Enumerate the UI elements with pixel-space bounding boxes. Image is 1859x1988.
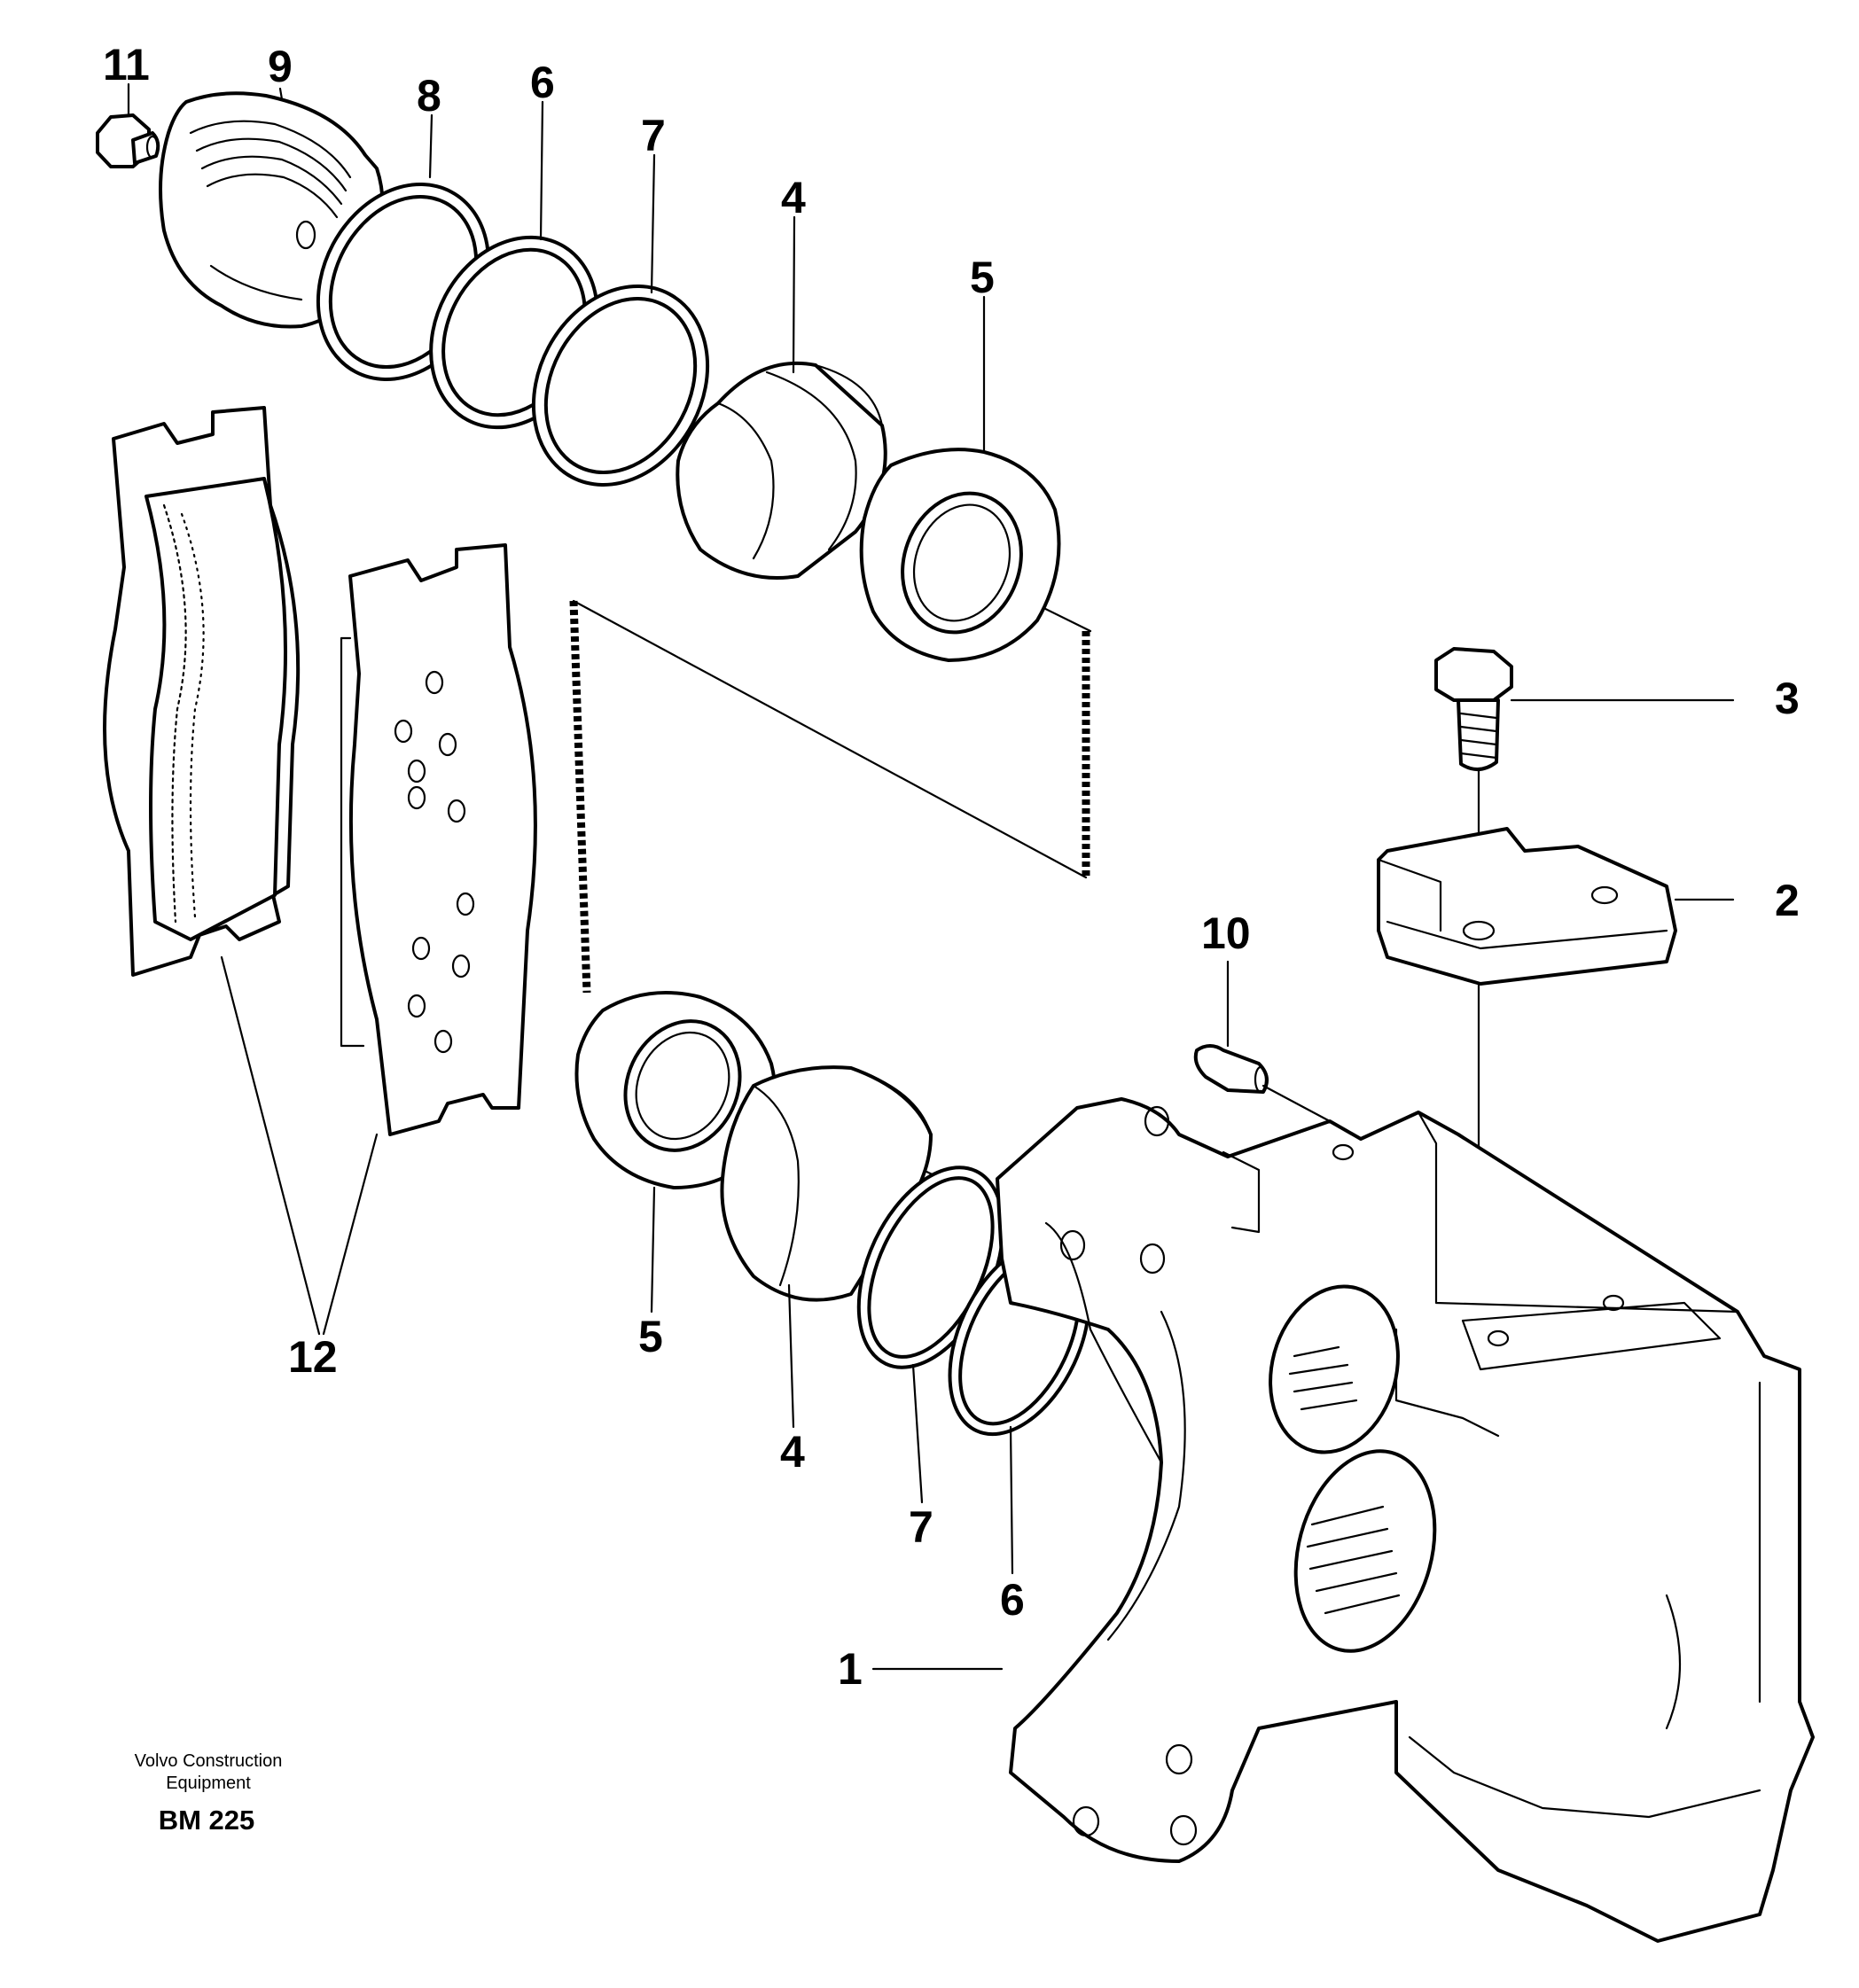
callout-4-bottom: 4 [780,1427,805,1477]
seal-ring-part-7-top [531,285,710,487]
callout-10: 10 [1201,908,1251,958]
footer-drawing-code: BM 225 [159,1805,255,1836]
leader-lines [127,82,1735,1671]
callout-6-bottom: 6 [1000,1575,1025,1625]
bleeder-screw-part-11 [96,113,160,168]
pad-holes [394,670,475,1054]
footer-company-line2: Equipment [166,1774,251,1793]
caliper-housing-part-1 [996,1097,1815,1943]
callout-9: 9 [268,42,293,91]
guide-dashed-left [569,600,591,994]
callout-6-top: 6 [530,58,555,107]
callout-1: 1 [838,1644,863,1694]
callout-7-bottom: 7 [909,1502,933,1552]
callout-3: 3 [1775,674,1800,723]
dust-boot-part-5-bottom [574,991,777,1189]
callout-8-top: 8 [417,71,441,121]
dust-boot-part-5-top [859,448,1061,662]
retaining-plate-part-2 [1377,827,1677,1349]
callout-5-top: 5 [970,253,995,302]
piston-part-4-top [676,361,887,580]
grease-nipple-part-10 [1193,1044,1332,1123]
brake-pad-left-part-12 [103,406,301,977]
footer-company-line1: Volvo Construction [135,1751,283,1771]
callout-11: 11 [103,40,150,90]
callout-4-top: 4 [781,173,806,222]
guide-line-diagonal [572,599,1088,879]
callout-2: 2 [1775,876,1800,925]
callout-12: 12 [288,1332,338,1382]
callout-5-bottom: 5 [638,1312,663,1361]
brake-pad-right-part-12 [340,543,537,1136]
callout-7-top: 7 [641,111,666,160]
